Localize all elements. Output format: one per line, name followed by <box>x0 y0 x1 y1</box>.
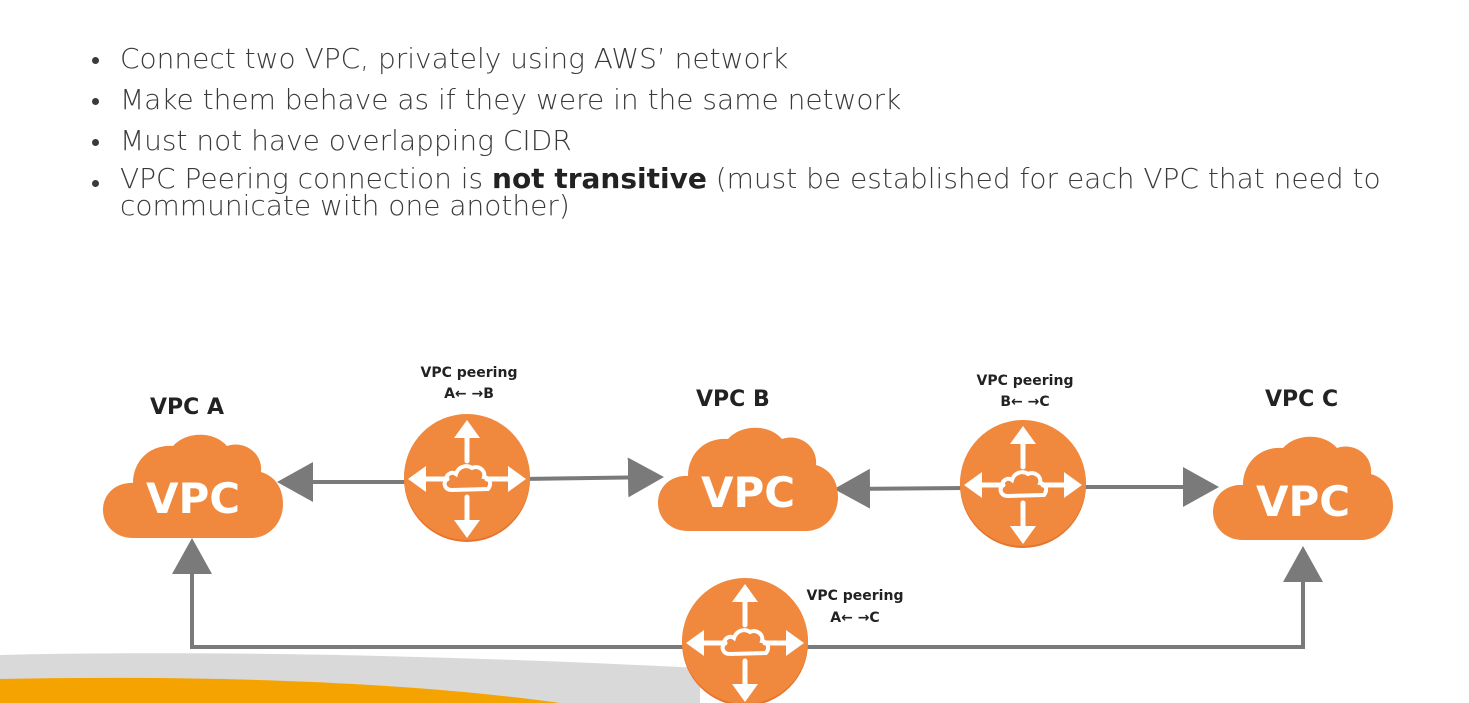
bullet-item: Must not have overlapping CIDR <box>90 124 1430 158</box>
vpc-c: VPC C VPC <box>1213 387 1393 540</box>
bullet-list: Connect two VPC, privately using AWS’ ne… <box>90 42 1430 226</box>
bullet-item: Make them behave as if they were in the … <box>90 83 1430 117</box>
emphasis-text: not transitive <box>492 162 707 195</box>
router-arrows-cloud-icon <box>682 578 808 703</box>
peering-a-c: VPC peering A← →C <box>682 578 903 703</box>
bullet-item: Connect two VPC, privately using AWS’ ne… <box>90 42 1430 76</box>
peering-a-c-pair: A← →C <box>830 610 879 626</box>
connector-a-c-right <box>795 546 1323 649</box>
connector-a-b-right <box>519 457 664 498</box>
vpc-a-cloud-label: VPC <box>146 474 240 523</box>
vpc-c-cloud-label: VPC <box>1256 477 1350 526</box>
router-arrows-cloud-icon <box>960 420 1086 548</box>
connector-a-c-left <box>172 538 690 649</box>
peering-b-c-pair: B← →C <box>1000 394 1049 410</box>
peering-a-b-pair: A← →B <box>444 386 494 402</box>
footer-decoration <box>0 653 700 703</box>
vpc-a: VPC A VPC <box>103 395 283 538</box>
peering-b-c: VPC peering B← →C <box>960 373 1086 548</box>
vpc-b-cloud-label: VPC <box>701 468 795 517</box>
vpc-b-title: VPC B <box>696 387 770 412</box>
peering-a-b: VPC peering A← →B <box>404 365 530 542</box>
peering-a-b-label: VPC peering <box>421 365 518 381</box>
peering-b-c-label: VPC peering <box>977 373 1074 389</box>
vpc-b: VPC B VPC <box>658 387 838 531</box>
connector-lines <box>172 457 1323 649</box>
router-arrows-cloud-icon <box>404 414 530 542</box>
peering-a-c-label: VPC peering <box>807 588 904 604</box>
bullet-item: VPC Peering connection is not transitive… <box>90 162 1430 220</box>
vpc-a-title: VPC A <box>150 395 224 420</box>
vpc-c-title: VPC C <box>1265 387 1338 412</box>
connector-b-c-left <box>834 468 966 509</box>
